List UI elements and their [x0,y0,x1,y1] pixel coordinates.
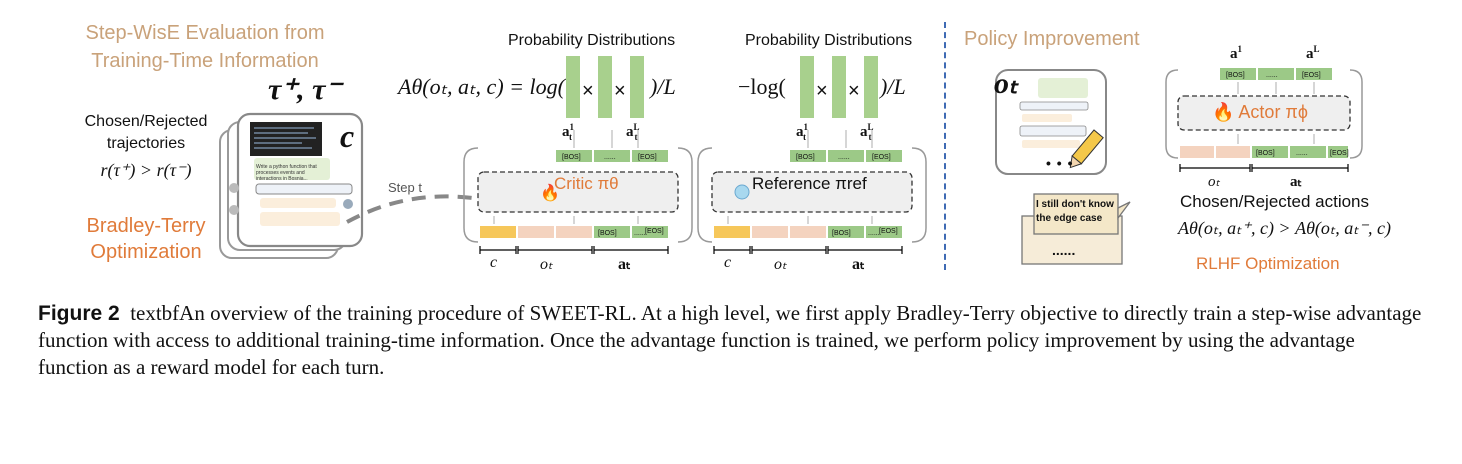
reward-inequality: r(τ⁺) > r(τ⁻) [100,160,192,180]
rlhf-label: RLHF Optimization [1196,254,1340,273]
bubble-text: I still don't know the edge case [1036,199,1114,224]
observation-o-label: oₜ [994,67,1018,100]
times-2: × [614,80,626,102]
critic-axis-a: aₜ [618,256,631,273]
svg-text:......: ...... [868,230,880,237]
actor-module: [BOS] ...... [EOS] [BOS] ...... [EOS] [1165,68,1363,172]
context-c-label: c [340,118,355,154]
caption-text: textbfAn overview of the training proced… [38,301,1422,379]
svg-text:[BOS]: [BOS] [598,230,617,237]
left-title-line1: Step-WisE Evaluation from [85,22,325,44]
bubble-dots: ...... [1052,242,1076,258]
svg-text:......: ...... [838,154,850,161]
prob-bar [566,56,580,118]
trajectory-cards [219,112,364,259]
step-connector [346,194,474,224]
reference-equation-rhs: )/L [880,74,906,99]
prob-bar [800,56,814,118]
critic-axis-c: c [490,254,498,271]
svg-text:[EOS]: [EOS] [1330,150,1349,157]
svg-text:[EOS]: [EOS] [872,154,891,161]
svg-text:[BOS]: [BOS] [1256,150,1275,157]
trajectories-line1: Chosen/Rejected [84,113,208,130]
times-4: × [848,80,860,102]
observation-card [995,69,1107,175]
prob-bar [630,56,644,118]
critic-prob-bars [566,56,644,118]
screen-text-1: Write a python function that processes e… [256,164,317,182]
critic-axis-o: oₜ [540,256,553,273]
reference-label: Reference πref [752,174,867,193]
svg-text:[EOS]: [EOS] [638,154,657,161]
actor-label: 🔥 Actor πϕ [1212,102,1308,122]
ref-a-last: aLt [860,122,874,142]
actor-axis-o: oₜ [1208,174,1220,190]
bradley-terry-line1: Bradley-Terry [86,215,206,237]
bradley-terry-line2: Optimization [90,241,202,263]
section-divider [944,22,946,270]
figure-label: Figure 2 [38,302,120,325]
ref-axis-a: aₜ [852,256,865,273]
policy-improvement-title: Policy Improvement [964,28,1140,50]
ref-a-first: a1t [796,122,808,142]
trajectories-line2: trajectories [106,135,186,152]
chosen-actions-label: Chosen/Rejected actions [1180,192,1370,211]
svg-text:[BOS]: [BOS] [562,154,581,161]
critic-equation-rhs: )/L [650,74,676,99]
svg-text:......: ...... [1296,150,1308,157]
critic-label: Critic πθ [554,174,619,193]
critic-module: [BOS] ...... [EOS] 🔥 [BOS] ...... [463,130,693,254]
ref-axis-c: c [724,254,732,271]
svg-text:[EOS]: [EOS] [1302,72,1321,79]
svg-text:[BOS]: [BOS] [1226,72,1245,79]
step-label: Step t [388,180,422,195]
advantage-inequality: Aθ(oₜ, aₜ⁺, c) > Aθ(oₜ, aₜ⁻, c) [1178,218,1392,238]
critic-a-last: aLt [626,122,640,142]
svg-text:......: ...... [634,230,646,237]
reference-equation-lhs: −log( [738,74,786,99]
prob-bar [832,56,846,118]
observation-dots: • • • [1046,155,1074,171]
figure-caption: Figure 2 textbfAn overview of the traini… [38,300,1428,381]
svg-text:🔥: 🔥 [540,183,560,202]
prob-bar [864,56,878,118]
reference-prob-bars [800,56,878,118]
prob-dist-label-2: Probability Distributions [745,32,913,49]
times-1: × [582,80,594,102]
actor-a-first: a1 [1230,44,1242,62]
svg-text:......: ...... [1266,72,1278,79]
critic-equation-lhs: Aθ(oₜ, aₜ, c) = log( [398,74,565,99]
speech-bubbles [1021,193,1131,265]
times-3: × [816,80,828,102]
actor-axis-a: aₜ [1290,174,1302,190]
prob-bar [598,56,612,118]
ref-eos: [EOS] [879,228,898,235]
svg-text:[BOS]: [BOS] [796,154,815,161]
svg-text:......: ...... [604,154,616,161]
critic-eos: [EOS] [645,228,664,235]
left-title-line2: Training-Time Information [91,50,319,72]
actor-a-last: aL [1306,44,1320,62]
critic-a-first: a1t [562,122,574,142]
svg-text:[BOS]: [BOS] [832,230,851,237]
ref-axis-o: oₜ [774,256,787,273]
reference-module: [BOS] ...... [EOS] [BOS] ...... [697,130,927,254]
prob-dist-label-1: Probability Distributions [508,32,676,49]
tau-label: τ⁺, τ⁻ [268,73,342,106]
